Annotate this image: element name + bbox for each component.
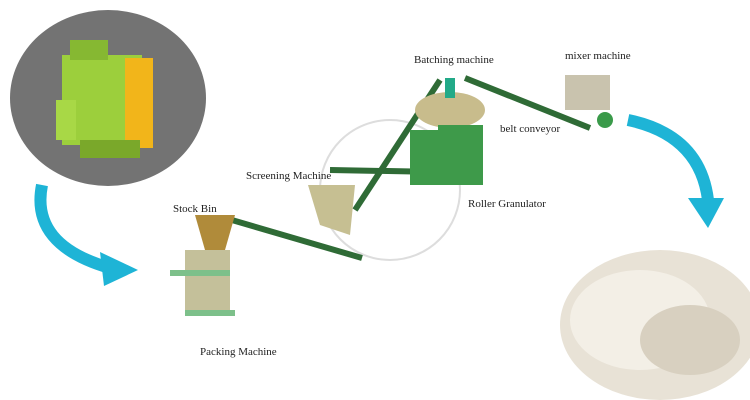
label-belt-conveyor: belt conveyor [500, 123, 561, 135]
roller-granulator-photo [10, 10, 206, 186]
batching-machine [415, 78, 485, 128]
flow-arrow-right [626, 114, 724, 228]
stock-bin [195, 215, 235, 250]
roller-granulator [410, 125, 483, 185]
label-roller-granulator: Roller Granulator [468, 198, 546, 210]
label-screening-machine: Screening Machine [246, 170, 332, 182]
packing-machine [170, 250, 235, 316]
flow-arrow-left [34, 183, 138, 286]
screening-machine [308, 185, 355, 235]
granules-photo [560, 250, 750, 400]
conveyors [224, 75, 592, 261]
label-packing-machine: Packing Machine [200, 346, 277, 358]
mixer-machine [565, 75, 613, 128]
label-mixer-machine: mixer machine [565, 50, 631, 62]
label-batching-machine: Batching machine [414, 54, 494, 66]
label-stock-bin: Stock Bin [173, 203, 217, 215]
